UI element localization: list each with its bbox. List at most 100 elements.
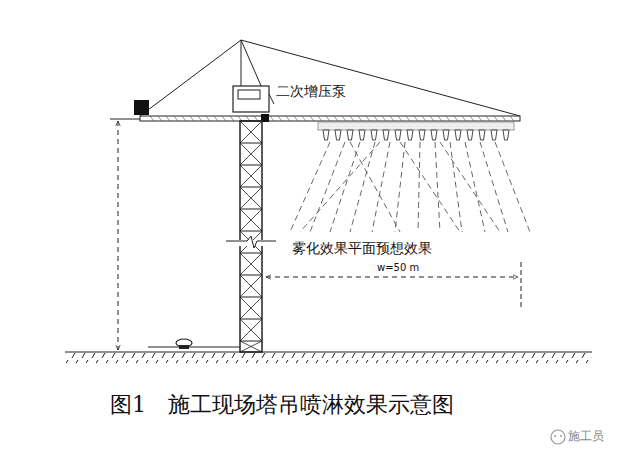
nozzle	[383, 130, 389, 140]
nozzle	[419, 130, 425, 140]
mast-rung	[240, 341, 262, 342]
jib-brace	[502, 116, 506, 121]
mast-brace	[240, 253, 262, 275]
jib-brace	[486, 116, 490, 121]
mast-rung	[240, 209, 262, 210]
spray-nozzles	[323, 130, 509, 140]
spray-line	[350, 142, 375, 232]
spray-line	[465, 142, 485, 232]
dimension-tick	[110, 119, 140, 120]
height-dimension	[118, 121, 119, 350]
mast-rung	[240, 253, 262, 254]
jib-brace	[286, 116, 290, 121]
mast-brace	[240, 165, 262, 187]
mast-brace	[240, 143, 262, 165]
jib-brace	[510, 116, 514, 121]
mast-brace	[240, 121, 262, 143]
mast-rung	[240, 319, 262, 320]
spray-line	[440, 142, 500, 232]
mast-brace	[240, 209, 262, 231]
spray-line	[395, 142, 405, 232]
dimension-label: w=50 m	[375, 262, 421, 274]
crane-jib	[140, 116, 520, 121]
pump-label: 二次增压泵	[276, 83, 346, 100]
nozzle	[359, 130, 365, 140]
mast-brace	[240, 319, 262, 341]
jib-brace	[366, 116, 370, 121]
jib-brace	[494, 116, 498, 121]
nozzle	[407, 130, 413, 140]
jib-brace	[334, 116, 338, 121]
jib-brace	[230, 116, 234, 121]
nozzle	[395, 130, 401, 140]
jib-brace	[430, 116, 434, 121]
nozzle	[347, 130, 353, 140]
jib-brace	[470, 116, 474, 121]
nozzle	[491, 130, 497, 140]
nozzle	[455, 130, 461, 140]
nozzle	[467, 130, 473, 140]
mast-rung	[240, 121, 262, 122]
spray-line	[495, 142, 530, 232]
jib-brace	[270, 116, 274, 121]
mast-brace	[240, 253, 262, 275]
nozzle	[335, 130, 341, 140]
effect-label: 雾化效果平面预想效果	[292, 240, 432, 257]
jib-brace	[414, 116, 418, 121]
jib-brace	[390, 116, 394, 121]
width-dimension	[266, 277, 518, 278]
mast-brace	[240, 187, 262, 209]
jib-brace	[374, 116, 378, 121]
mast-brace	[240, 209, 262, 231]
ground-hatch	[65, 353, 592, 363]
jib-brace	[214, 116, 218, 121]
mast-rung	[240, 143, 262, 144]
cab-window	[238, 90, 260, 99]
jib-brace	[278, 116, 282, 121]
nozzle	[371, 130, 377, 140]
mast-brace	[240, 341, 262, 352]
mast-rung	[240, 231, 262, 232]
spray-line	[300, 142, 380, 232]
jib-brace	[190, 116, 194, 121]
nozzle	[323, 130, 329, 140]
watermark: 施工员	[568, 429, 604, 443]
spray-lines	[290, 142, 530, 232]
front-cable	[241, 40, 520, 116]
jib-brace	[174, 116, 178, 121]
mast-brace	[240, 275, 262, 297]
dimension-tick	[521, 262, 522, 308]
figure-caption: 图1 施工现场塔吊喷淋效果示意图	[110, 392, 454, 418]
mast-rung	[240, 165, 262, 166]
jib-brace	[318, 116, 322, 121]
nozzle	[443, 130, 449, 140]
mast-brace	[240, 121, 262, 143]
spray-line	[435, 142, 440, 232]
water-pipe	[148, 347, 240, 348]
jib-truss	[150, 116, 514, 121]
jib-brace	[438, 116, 442, 121]
jib-brace	[382, 116, 386, 121]
nozzle	[503, 130, 509, 140]
mast-brace	[240, 341, 262, 352]
jib-brace	[478, 116, 482, 121]
watermark-icon	[551, 430, 565, 444]
jib-brace	[206, 116, 210, 121]
mast-rung	[240, 297, 262, 298]
cab-window	[269, 94, 274, 104]
mast-brace	[240, 143, 262, 165]
mast-rung	[240, 187, 262, 188]
jib-brace	[422, 116, 426, 121]
mast-brace	[240, 319, 262, 341]
jib-brace	[446, 116, 450, 121]
spray-line	[350, 142, 400, 232]
break-symbol	[226, 236, 276, 248]
spray-line	[330, 142, 360, 232]
jib-brace	[358, 116, 362, 121]
jib-brace	[326, 116, 330, 121]
jib-brace	[158, 116, 162, 121]
jib-brace	[398, 116, 402, 121]
jib-brace	[198, 116, 202, 121]
spray-line	[290, 142, 330, 232]
